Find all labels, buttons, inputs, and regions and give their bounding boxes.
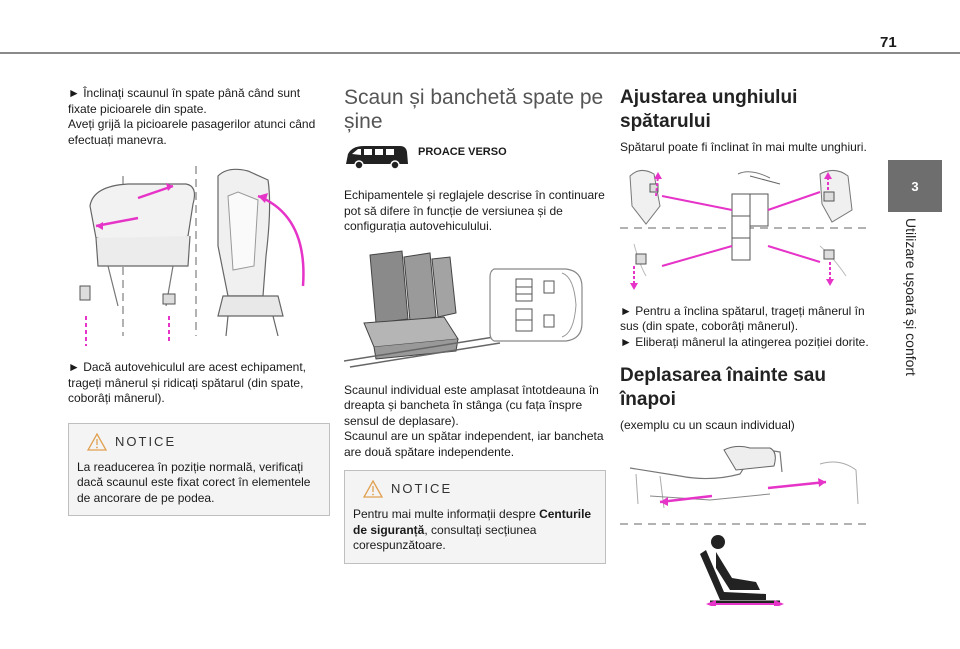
notice-header-1: NOTICE — [77, 432, 321, 452]
instruction-raise-backrest: ► Dacă autovehiculul are acest echipamen… — [68, 360, 307, 405]
seatbelt-link[interactable]: Centurile de siguranță — [353, 507, 592, 537]
notice-label-2: NOTICE — [391, 481, 453, 497]
instruction-tilt-backrest: ► Pentru a înclina spătarul, trageți mân… — [620, 303, 865, 334]
column-3: Ajustarea unghiului spătarului Spătarul … — [620, 86, 870, 608]
section-title-fore-aft: Deplasarea înainte sau înapoi — [620, 365, 826, 410]
notice-box-1: NOTICE La readucerea în poziție normală,… — [68, 422, 330, 516]
notice-box-2: NOTICE Pentru mai multe informații despr… — [344, 470, 606, 564]
section-title-rail-seats: Scaun și banchetă spate pe șine — [344, 86, 604, 133]
warning-icon — [363, 480, 383, 498]
rail-seats-illustration — [343, 249, 583, 368]
column-2: Scaun și banchetă spate pe șine PROACE V… — [343, 86, 606, 564]
figure-backrest-angle — [620, 166, 870, 298]
backrest-angle-text: Spătarul poate fi înclinat în mai multe … — [620, 140, 867, 154]
page-number: 71 — [880, 34, 897, 51]
figure-rail-seats — [343, 247, 606, 369]
column-1: ► Înclinați scaunul în spate până când s… — [68, 86, 330, 516]
figure-fore-aft — [620, 444, 870, 608]
notice-header-2: NOTICE — [353, 479, 597, 499]
van-model-label: PROACE VERSO — [418, 146, 507, 159]
chapter-title: Utilizare ușoară și confort — [903, 218, 925, 398]
example-note: (exemplu cu un scaun individual) — [620, 418, 795, 432]
van-model-row: PROACE VERSO — [344, 142, 606, 172]
notice-text-1: La readucerea în poziție normală, verifi… — [77, 459, 311, 505]
fore-aft-illustration — [620, 445, 870, 608]
seat-fold-illustration — [79, 166, 305, 346]
chapter-title-text: Utilizare ușoară și confort — [903, 218, 919, 376]
notice-label-1: NOTICE — [115, 433, 177, 449]
seat-placement-text: Scaunul individual este amplasat întotde… — [344, 382, 599, 428]
caution-passenger-feet: Aveți grijă la picioarele pasagerilor at… — [68, 117, 316, 147]
backrest-angle-illustration — [620, 169, 870, 290]
notice-text-2: Pentru mai multe informații despre Centu… — [353, 507, 592, 552]
figure-seat-fold — [68, 166, 330, 346]
backrest-text: Scaunul are un spătar independent, iar b… — [344, 429, 604, 459]
equipment-disclaimer: Echipamentele și reglajele descrise în c… — [344, 188, 605, 233]
chapter-tab[interactable]: 3 — [888, 160, 942, 212]
warning-icon — [87, 432, 107, 451]
instruction-release-handle: ► Eliberați mânerul la atingerea poziție… — [620, 334, 869, 349]
header-rule — [0, 52, 960, 54]
instruction-tilt-seat: ► Înclinați scaunul în spate până când s… — [68, 86, 301, 116]
section-title-backrest-angle: Ajustarea unghiului spătarului — [620, 87, 798, 132]
van-icon — [346, 146, 408, 170]
